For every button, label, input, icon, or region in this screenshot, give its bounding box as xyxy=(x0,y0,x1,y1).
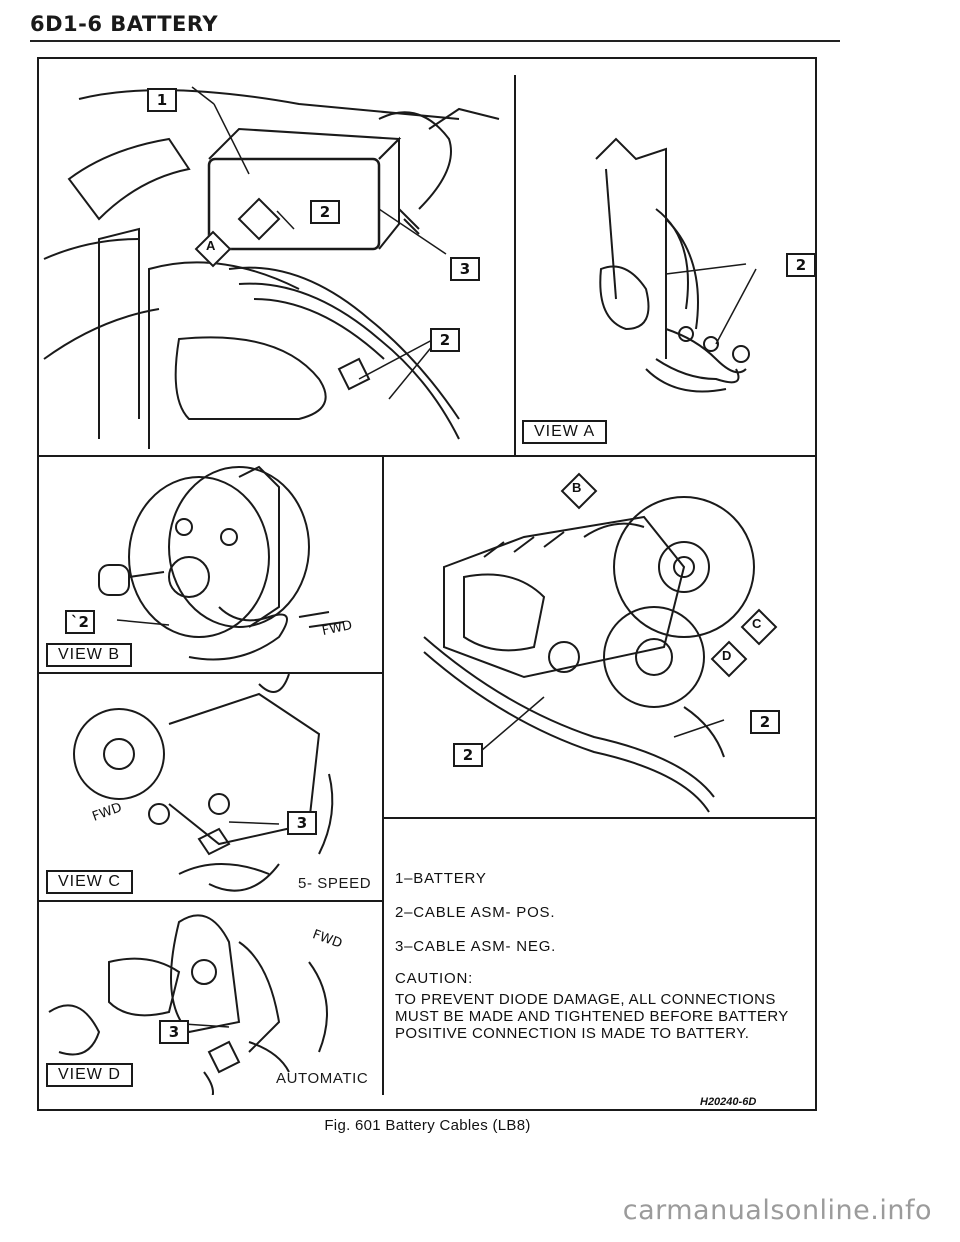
watermark: carmanualsonline.info xyxy=(622,1195,932,1226)
callout-c: C xyxy=(752,616,762,631)
automatic-caption: AUTOMATIC xyxy=(276,1070,369,1087)
view-d-label: VIEW D xyxy=(46,1063,133,1087)
view-c-label: VIEW C xyxy=(46,870,133,894)
divider-mid-vertical xyxy=(382,455,384,1095)
battery-illustration xyxy=(43,86,500,449)
callout-2-view-b: `2 xyxy=(65,610,95,634)
view-c-illustration xyxy=(73,674,334,892)
view-d-illustration xyxy=(48,914,328,1095)
caution-title: CAUTION: xyxy=(395,970,474,987)
legend-item-cable-pos: 2–CABLE ASM- POS. xyxy=(395,904,556,921)
legend: 1–BATTERY 2–CABLE ASM- POS. 3–CABLE ASM-… xyxy=(395,870,815,1042)
divider-top-horizontal xyxy=(37,455,817,457)
callout-2-top: 2 xyxy=(310,200,340,224)
legend-item-battery: 1–BATTERY xyxy=(395,870,487,887)
divider-left-b-c xyxy=(37,672,383,674)
divider-right-engine-legend xyxy=(382,817,817,819)
callout-b: B xyxy=(572,480,582,495)
callout-a: A xyxy=(206,238,216,253)
figure-caption: Fig. 601 Battery Cables (LB8) xyxy=(324,1117,531,1134)
drawing-code: H20240-6D xyxy=(700,1096,757,1108)
callout-2-mid: 2 xyxy=(430,328,460,352)
five-speed-caption: 5- SPEED xyxy=(298,875,372,892)
page-header: 6D1-6 BATTERY xyxy=(30,12,219,36)
divider-top-vertical xyxy=(514,75,516,455)
callout-d: D xyxy=(722,648,732,663)
callout-2-engine-left: 2 xyxy=(453,743,483,767)
header-rule xyxy=(30,40,840,42)
engine-illustration xyxy=(423,496,755,813)
legend-item-cable-neg: 3–CABLE ASM- NEG. xyxy=(395,938,557,955)
view-b-illustration xyxy=(98,465,345,661)
callout-3-view-d: 3 xyxy=(159,1020,189,1044)
caution-text: TO PREVENT DIODE DAMAGE, ALL CONNECTIONS… xyxy=(395,991,789,1042)
view-a-label: VIEW A xyxy=(522,420,608,444)
callout-2-view-a: 2 xyxy=(786,253,816,277)
view-b-label: VIEW B xyxy=(46,643,133,667)
figure-frame xyxy=(37,57,817,1111)
callout-3-view-c: 3 xyxy=(287,811,317,835)
divider-left-c-d xyxy=(37,900,383,902)
view-a-illustration xyxy=(595,137,757,393)
callout-3-top: 3 xyxy=(450,257,480,281)
callout-2-engine-right: 2 xyxy=(750,710,780,734)
callout-1: 1 xyxy=(147,88,177,112)
